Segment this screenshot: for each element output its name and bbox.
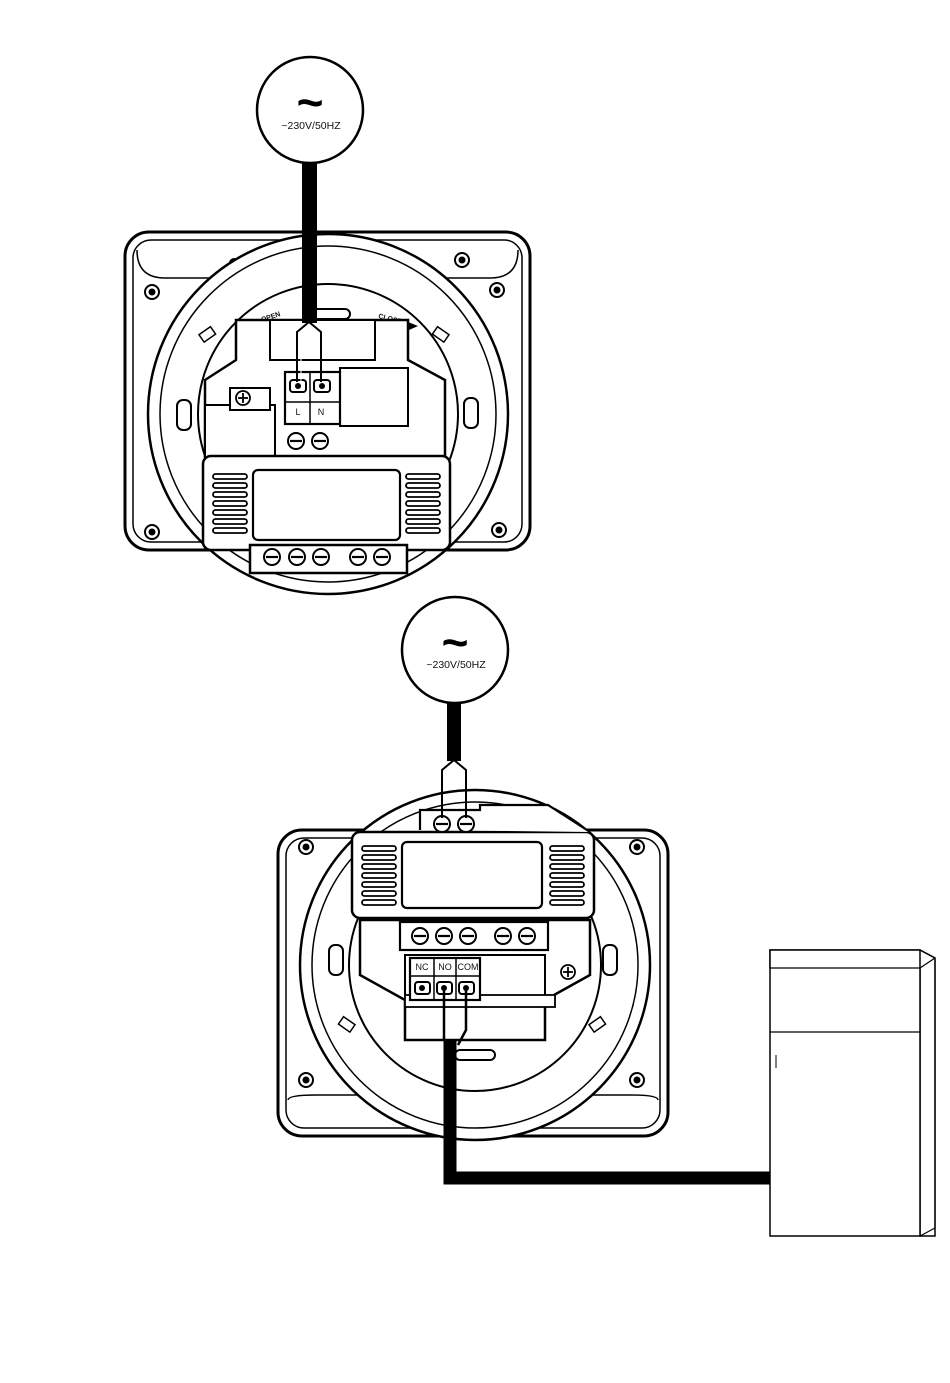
top-mounting-hole (490, 283, 504, 297)
top-left-vents (213, 474, 247, 533)
top-bottom-screw (289, 549, 305, 565)
top-power-source: ~ ~230V/50HZ (257, 57, 363, 163)
bottom-mid-screw (460, 928, 476, 944)
terminal-no-label: NO (438, 962, 452, 972)
top-screw-terminal (288, 433, 304, 449)
bottom-mid-screw (412, 928, 428, 944)
bottom-mounting-hole (630, 840, 644, 854)
top-bottom-screw (350, 549, 366, 565)
bottom-mounting-hole (299, 1073, 313, 1087)
terminal-n-label: N (318, 407, 325, 417)
load-device (770, 950, 935, 1236)
bottom-mounting-hole (299, 840, 313, 854)
top-voltage-label: ~230V/50HZ (281, 120, 341, 132)
bottom-mounting-hole (630, 1073, 644, 1087)
terminal-l-label: L (295, 407, 300, 417)
bottom-left-vents (362, 846, 396, 905)
ground-symbol (236, 391, 250, 405)
top-right-vents (406, 474, 440, 533)
bottom-power-source: ~ ~230V/50HZ (402, 597, 508, 703)
top-bottom-screw (374, 549, 390, 565)
top-mounting-hole (492, 523, 506, 537)
bottom-ground-symbol (561, 965, 575, 979)
bottom-mid-screw (436, 928, 452, 944)
bottom-power-screw (434, 816, 450, 832)
top-mounting-hole (455, 253, 469, 267)
top-mounting-hole (145, 525, 159, 539)
top-display-window (253, 470, 400, 540)
terminal-nc-label: NC (416, 962, 429, 972)
terminal-com-label: COM (458, 962, 479, 972)
bottom-wiring-diagram: ~ ~230V/50HZ (278, 597, 935, 1236)
top-terminal-block: L N (285, 372, 340, 424)
bottom-display-window (402, 842, 542, 908)
bottom-mid-screw (495, 928, 511, 944)
bottom-right-vents (550, 846, 584, 905)
bottom-mid-screw (519, 928, 535, 944)
top-mounting-hole (145, 285, 159, 299)
top-bottom-screw (264, 549, 280, 565)
top-screw-terminal (312, 433, 328, 449)
bottom-voltage-label: ~230V/50HZ (426, 659, 486, 671)
top-wiring-diagram: ~ ~230V/50HZ (125, 57, 530, 594)
bottom-power-screw (458, 816, 474, 832)
top-bottom-screw (313, 549, 329, 565)
